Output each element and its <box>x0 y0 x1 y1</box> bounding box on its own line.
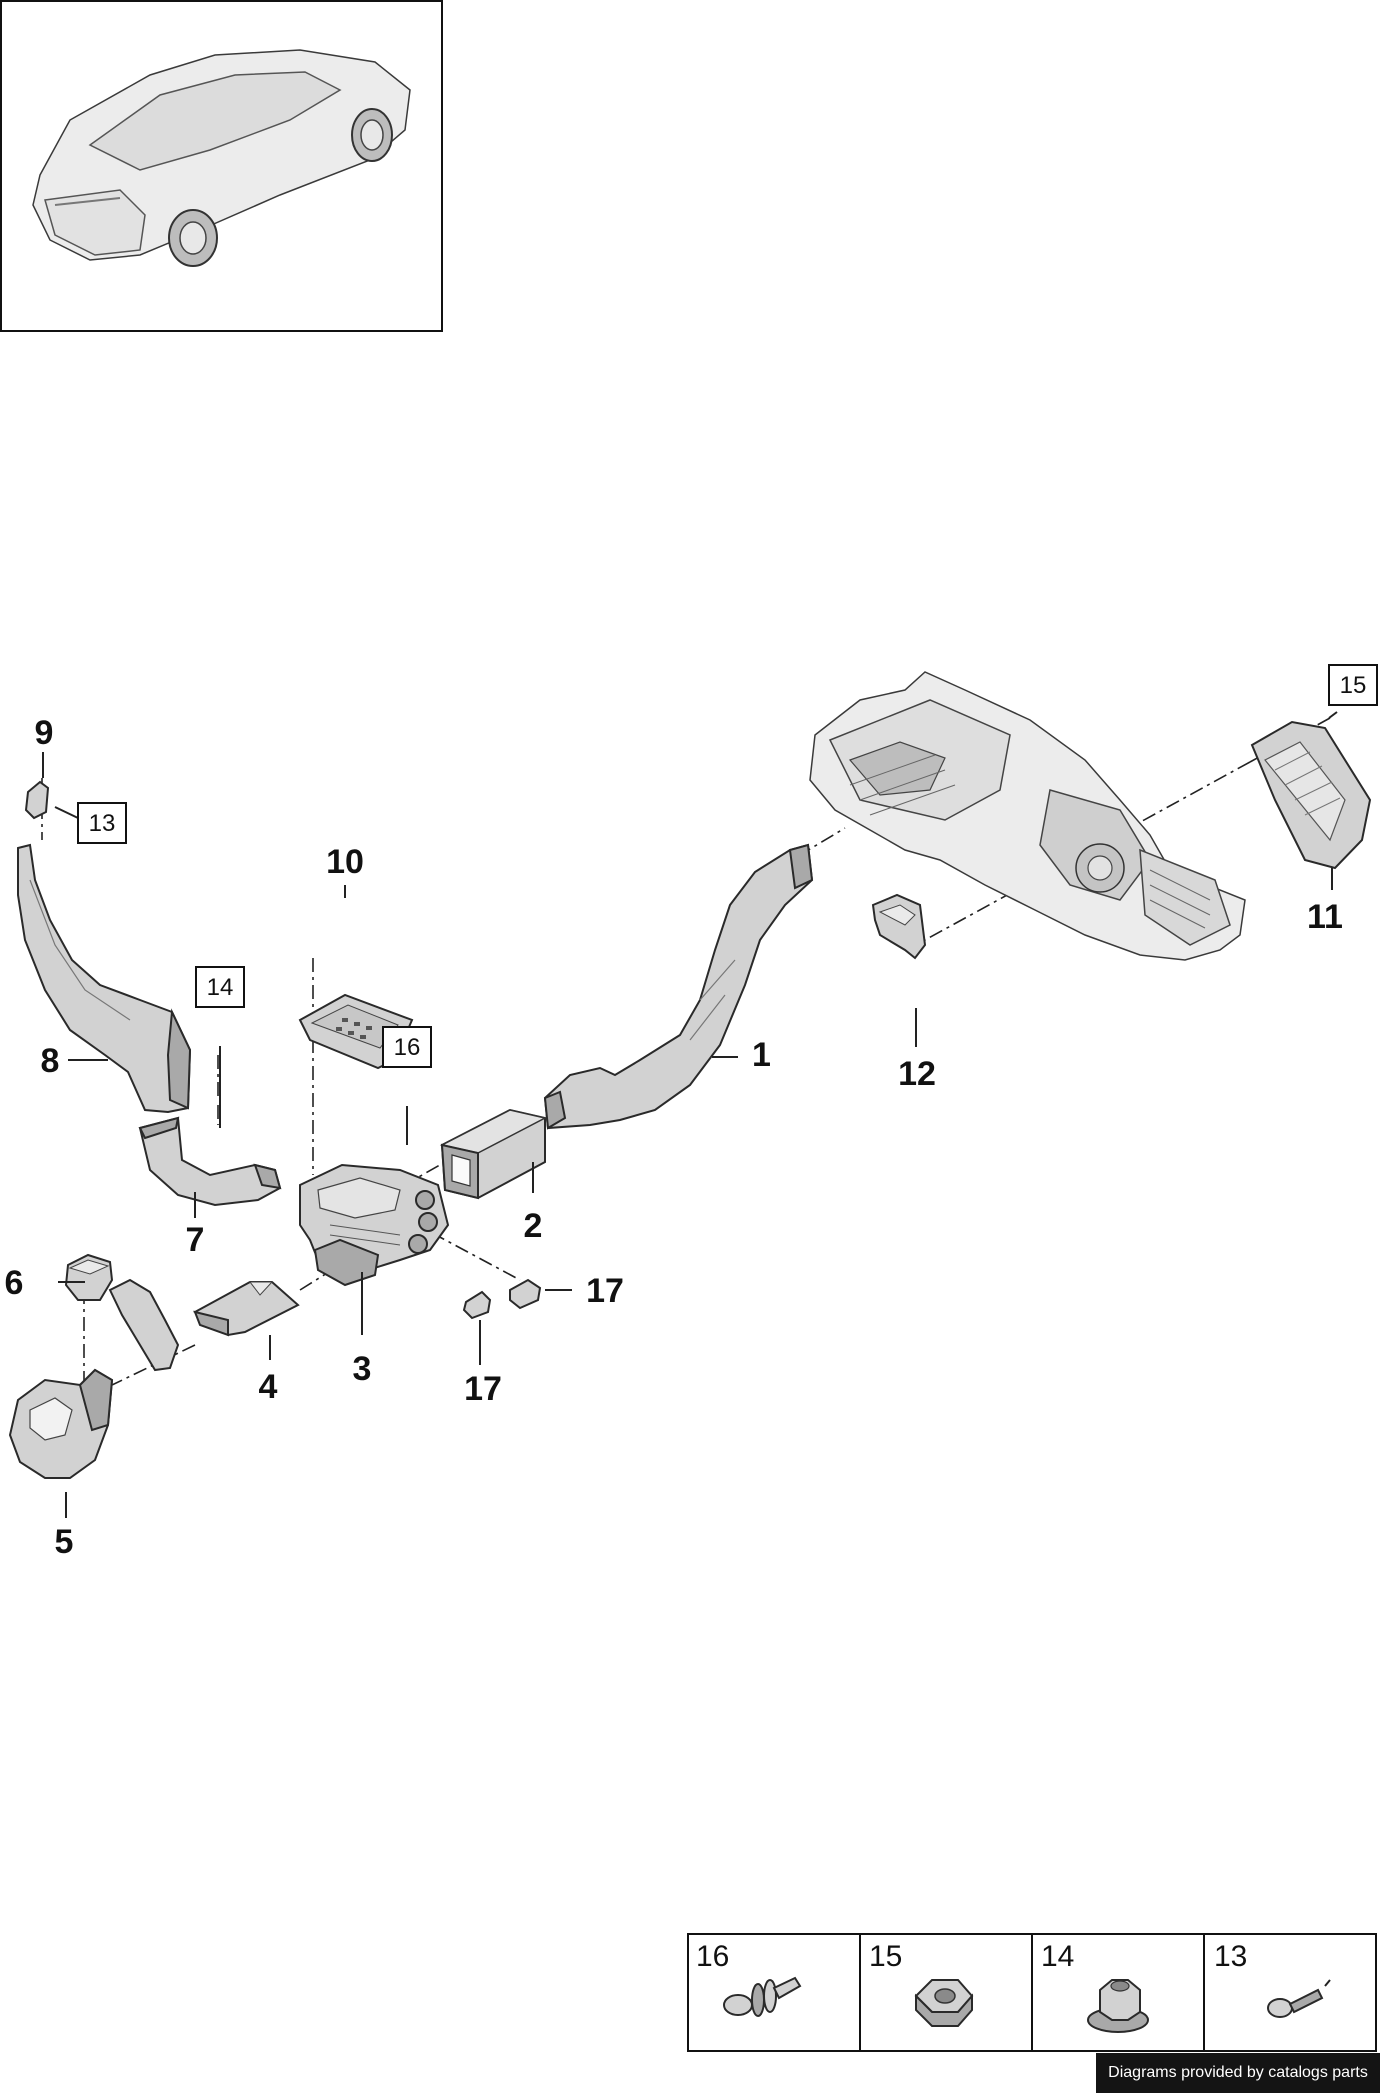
flap-actuator <box>871 893 927 960</box>
svg-text:13: 13 <box>89 810 116 837</box>
callout-7: 7 <box>186 1221 205 1259</box>
side-duct <box>17 843 192 1114</box>
svg-text:15: 15 <box>1340 672 1367 699</box>
svg-text:14: 14 <box>207 974 234 1001</box>
callout-8: 8 <box>41 1042 60 1080</box>
callout-1: 1 <box>752 1036 771 1074</box>
svg-text:16: 16 <box>696 1940 729 1973</box>
vent-pair <box>64 1253 180 1372</box>
callout-17-bottom: 17 <box>464 1370 502 1408</box>
callout-9: 9 <box>35 714 54 752</box>
diagram-credit: Diagrams provided by catalogs parts <box>1096 2053 1380 2093</box>
legend-cell-14: 14 <box>1041 1940 1149 2033</box>
car-overview-icon <box>32 49 411 267</box>
clip-a <box>462 1290 492 1320</box>
svg-text:13: 13 <box>1214 1940 1247 1973</box>
boxed-ref-14: 14 <box>195 966 245 1008</box>
vehicle-overview-panel <box>0 0 443 332</box>
svg-text:14: 14 <box>1041 1940 1074 1973</box>
callout-11: 11 <box>1307 898 1343 936</box>
air-duct-long <box>543 843 814 1130</box>
duct-clip <box>24 780 50 820</box>
screw-icon <box>1267 1979 1331 2018</box>
center-vent-housing <box>299 1163 450 1287</box>
legend-cell-15: 15 <box>869 1940 974 2027</box>
air-duct-flat <box>193 1281 300 1337</box>
callout-10: 10 <box>326 843 364 881</box>
clip-b <box>509 1278 542 1310</box>
hex-nut-icon <box>914 1979 974 2027</box>
legend-cell-16: 16 <box>696 1940 802 2017</box>
hvac-housing-assembly <box>809 671 1246 961</box>
callout-17-right: 17 <box>586 1272 624 1310</box>
boxed-ref-13: 13 <box>77 802 127 844</box>
svg-text:16: 16 <box>394 1034 421 1061</box>
svg-text:15: 15 <box>869 1940 902 1973</box>
callout-4: 4 <box>259 1368 278 1406</box>
air-duct-rect <box>439 1108 548 1200</box>
flange-nut-icon <box>1087 1979 1149 2033</box>
callout-12: 12 <box>898 1055 936 1093</box>
filter-housing <box>1250 720 1372 870</box>
curved-duct <box>138 1116 282 1207</box>
callout-5: 5 <box>55 1523 74 1561</box>
callout-6: 6 <box>5 1264 24 1302</box>
boxed-ref-15: 15 <box>1328 664 1378 706</box>
footwell-duct <box>8 1368 114 1479</box>
callout-2: 2 <box>524 1207 543 1245</box>
bolt-with-washer-icon <box>723 1976 802 2017</box>
hardware-legend: 16 15 14 13 <box>687 1933 1377 2052</box>
callout-3: 3 <box>353 1350 372 1388</box>
leader-lines <box>42 711 1338 1518</box>
boxed-ref-16: 16 <box>382 1026 432 1068</box>
legend-cell-13: 13 <box>1214 1940 1331 2018</box>
